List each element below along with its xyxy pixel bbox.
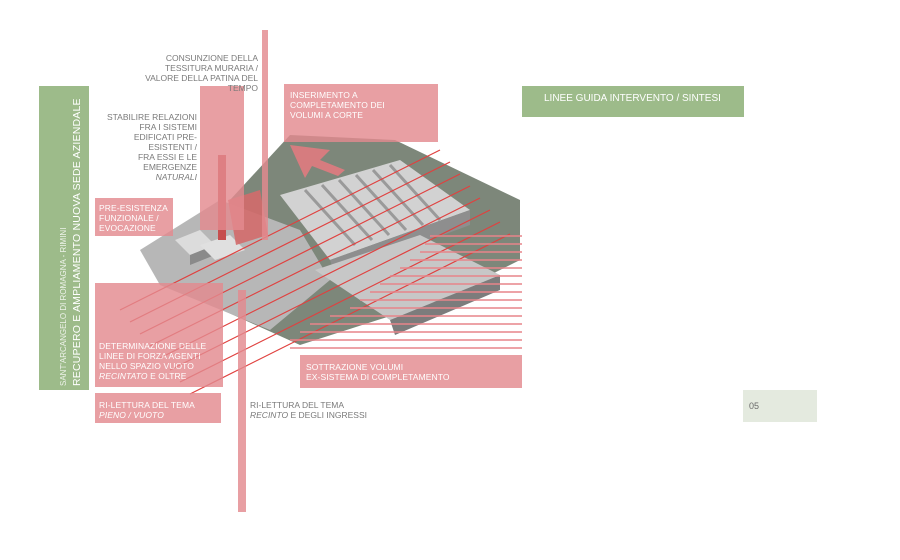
horizontal-band-pieno <box>95 393 221 423</box>
note-inserimento: INSERIMENTO A COMPLETAMENTO DEI VOLUMI A… <box>284 84 438 142</box>
note-preesistenza: PRE-ESISTENZA FUNZIONALE / EVOCAZIONE <box>95 198 173 236</box>
section-title: LINEE GUIDA INTERVENTO / SINTESI <box>544 93 721 104</box>
note-recinto: RI-LETTURA DEL TEMA RECINTO E DEGLI INGR… <box>250 400 368 420</box>
vertical-band-thin-top <box>262 30 268 240</box>
vertical-band-center <box>200 86 244 230</box>
project-sidebar: SANT'ARCANGELO DI ROMAGNA - RIMINI RECUP… <box>39 86 89 390</box>
note-relazioni: STABILIRE RELAZIONI FRA I SISTEMI EDIFIC… <box>106 112 197 182</box>
note-determinazione: DETERMINAZIONE DELLE LINEE DI FORZA AGEN… <box>95 283 223 387</box>
page-number-box: 05 <box>743 390 817 422</box>
note-pieno-vuoto: RI-LETTURA DEL TEMA PIENO / VUOTO <box>99 400 195 420</box>
note-sottrazione: SOTTRAZIONE VOLUMI EX-SISTEMA DI COMPLET… <box>300 355 522 388</box>
vertical-band-thin-bottom <box>238 290 246 512</box>
note-consunzione: CONSUNZIONE DELLA TESSITURA MURARIA / VA… <box>145 53 258 93</box>
section-title-box: LINEE GUIDA INTERVENTO / SINTESI <box>522 86 744 117</box>
page-number: 05 <box>749 401 760 411</box>
